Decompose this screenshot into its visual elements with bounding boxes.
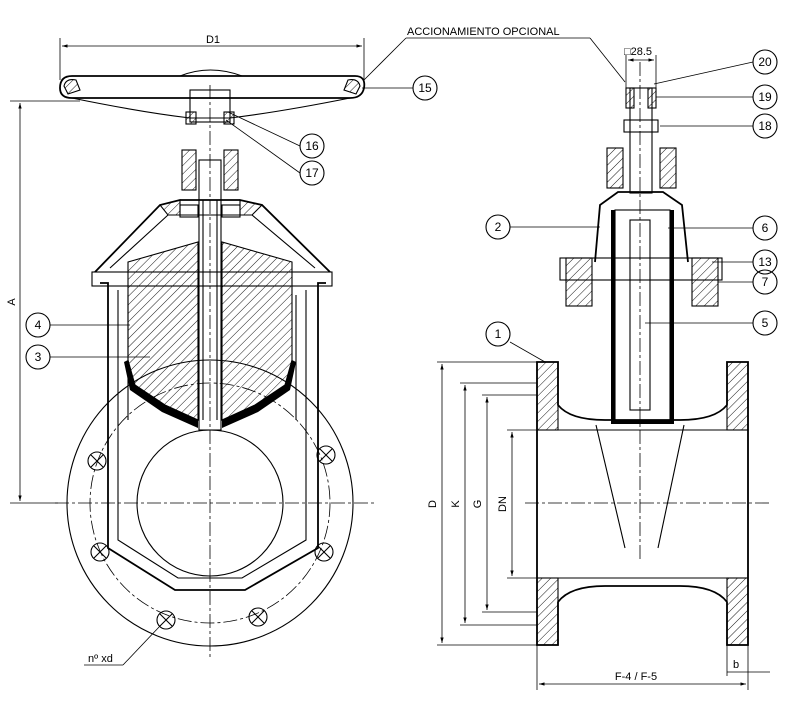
bonnet-flange xyxy=(91,271,333,287)
part-bubble-19 xyxy=(752,84,778,110)
dim-a-label: A xyxy=(6,298,18,306)
part-bubble-6 xyxy=(752,215,778,241)
svg-text:19: 19 xyxy=(758,90,772,104)
svg-text:20: 20 xyxy=(758,55,772,69)
svg-text:1: 1 xyxy=(495,327,502,341)
front-view xyxy=(55,69,375,660)
dim-dn-label: DN xyxy=(497,496,509,512)
dim-ftf-label: F-4 / F-5 xyxy=(615,671,657,683)
part-bubble-3 xyxy=(25,344,51,370)
svg-text:15: 15 xyxy=(418,81,432,95)
part-bubble-18 xyxy=(752,113,778,139)
dim-face-to-face: F-4 / F-5 xyxy=(536,645,749,690)
body-inner xyxy=(117,290,307,579)
part-bubble-16 xyxy=(299,133,325,159)
wedge-rubber-right xyxy=(222,360,296,428)
dim-square-label: □28.5 xyxy=(624,46,652,58)
part-callouts: 15 16 17 4 3 1 2 20 19 18 xyxy=(25,49,778,370)
svg-text:5: 5 xyxy=(762,316,769,330)
dim-k-label: K xyxy=(450,500,462,508)
bolt-holes xyxy=(87,445,336,630)
svg-text:17: 17 xyxy=(305,166,319,180)
wedge-rubber-left xyxy=(124,360,198,428)
dims-vertical: D K G DN xyxy=(427,361,537,646)
part-bubble-4 xyxy=(25,312,51,338)
body-outer xyxy=(100,282,326,591)
bolts-label: nº xd xyxy=(88,653,113,665)
flange-outline xyxy=(66,359,354,647)
handwheel-rim xyxy=(59,75,366,99)
part-bubble-15 xyxy=(412,75,438,101)
handwheel-hub xyxy=(189,89,231,123)
dim-d1: D1 xyxy=(59,34,365,80)
bonnet-outer xyxy=(94,199,331,273)
section-stem xyxy=(629,219,651,411)
bolts-callout: nº xd xyxy=(84,625,161,666)
part-bubble-7 xyxy=(752,269,778,295)
svg-text:6: 6 xyxy=(762,221,769,235)
dim-a: A xyxy=(6,100,80,504)
svg-text:13: 13 xyxy=(758,255,772,269)
svg-text:7: 7 xyxy=(762,275,769,289)
section-bonnet xyxy=(594,191,689,263)
svg-text:18: 18 xyxy=(758,119,772,133)
part-bubble-1 xyxy=(485,321,511,347)
dim-b-label: b xyxy=(733,659,739,671)
part-bubble-2 xyxy=(485,214,511,240)
optional-actuation-callout: ACCIONAMIENTO OPCIONAL xyxy=(363,26,626,83)
dim-b: b xyxy=(726,645,770,676)
optional-actuation-label: ACCIONAMIENTO OPCIONAL xyxy=(407,26,560,38)
part-bubble-20 xyxy=(752,49,778,75)
dim-d-label: D xyxy=(427,500,439,508)
part-bubble-13 xyxy=(752,249,778,275)
dim-square: □28.5 xyxy=(624,46,657,88)
bolt-circle xyxy=(89,382,331,624)
stem xyxy=(198,159,222,431)
section-view xyxy=(525,62,770,646)
dim-d1-label: D1 xyxy=(206,34,220,46)
svg-text:16: 16 xyxy=(305,139,319,153)
section-wedge xyxy=(614,209,671,423)
svg-text:4: 4 xyxy=(35,318,42,332)
svg-text:2: 2 xyxy=(495,220,502,234)
svg-text:3: 3 xyxy=(35,350,42,364)
part-bubble-5 xyxy=(752,310,778,336)
part-bubble-17 xyxy=(299,160,325,186)
section-body xyxy=(536,361,749,646)
dim-g-label: G xyxy=(472,500,484,509)
